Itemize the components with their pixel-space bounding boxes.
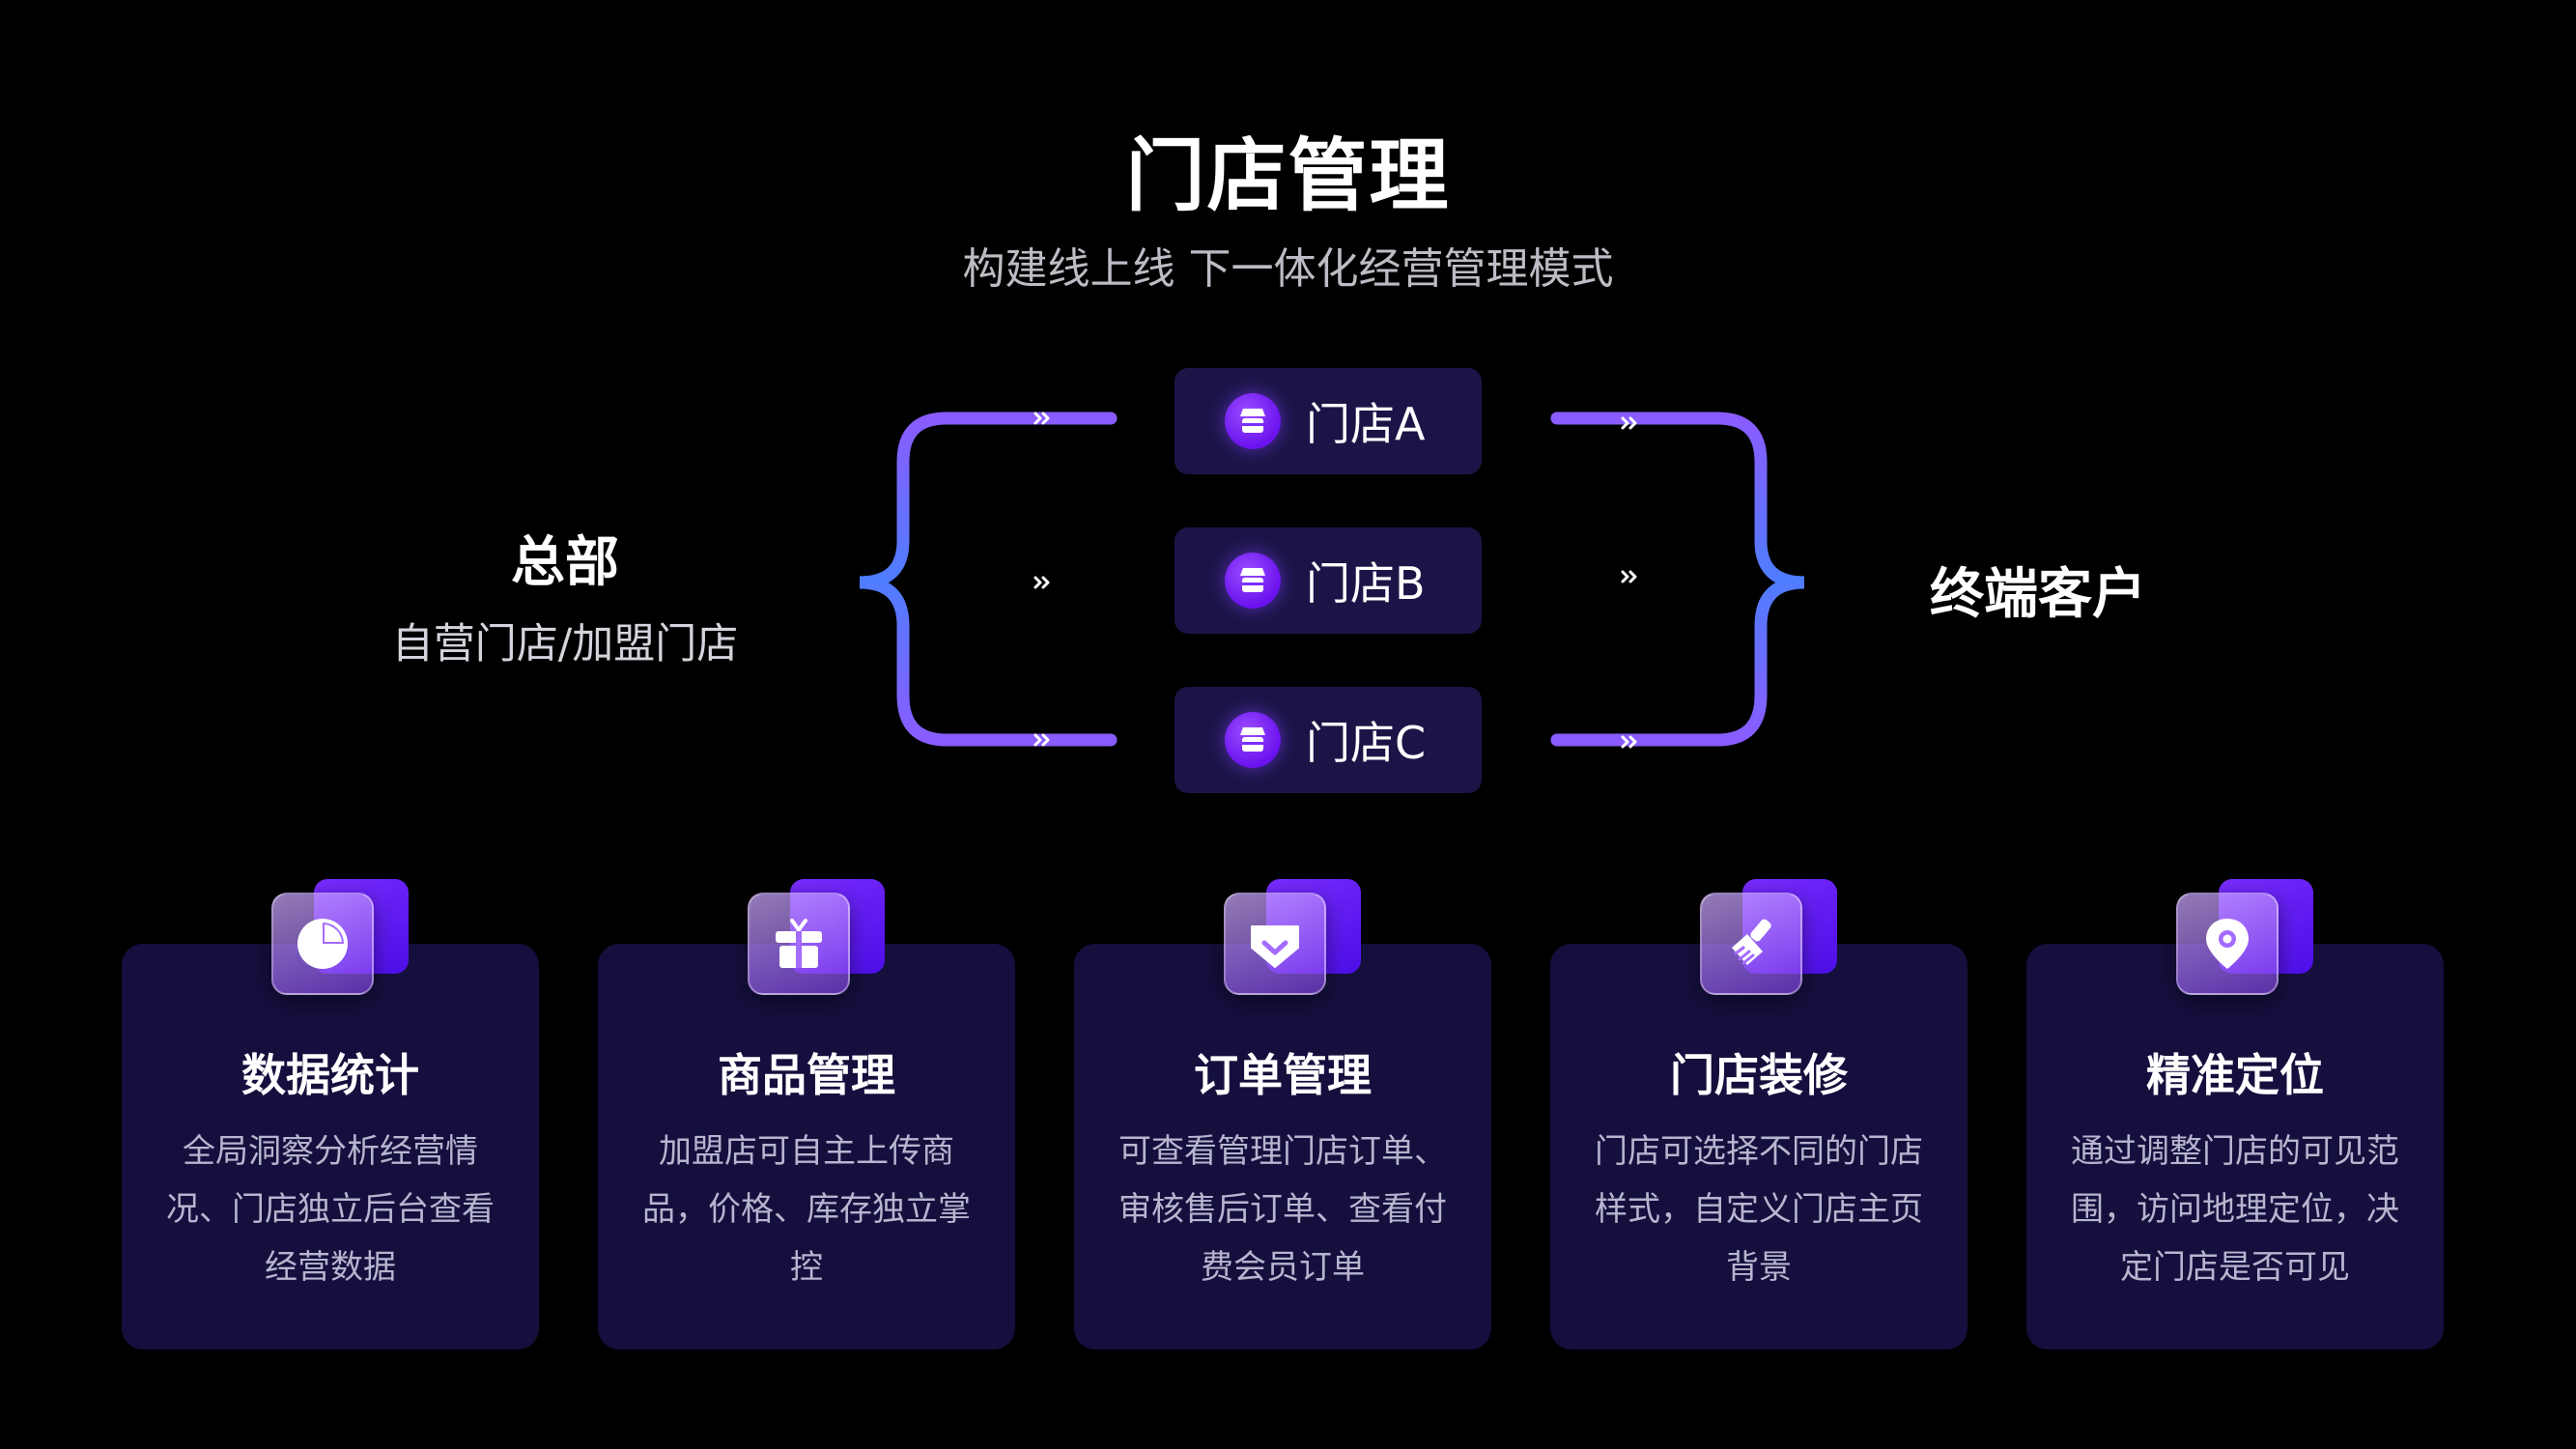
hq-title: 总部 [511,531,619,594]
page-subtitle: 构建线上线 下一体化经营管理模式 [962,244,1614,294]
gift-icon [748,893,850,995]
store-box-a: 门店A [1175,368,1482,474]
client-title: 终端客户 [1930,563,2146,626]
feature-title: 精准定位 [2146,1049,2324,1101]
store-box-b: 门店B [1175,527,1482,634]
coupon-icon [1224,893,1326,995]
brush-icon [1700,893,1802,995]
store-label: 门店C [1306,717,1427,769]
feature-title: 门店装修 [1670,1049,1848,1101]
feature-description: 可查看管理门店订单、审核售后订单、查看付费会员订单 [1118,1132,1447,1287]
chevron-right-icon [1033,412,1050,425]
feature-title: 订单管理 [1194,1049,1372,1101]
page-title: 门店管理 [1125,130,1451,222]
store-icon [1225,712,1281,768]
chevron-right-icon [1621,735,1637,749]
chevron-right-icon [1033,576,1050,589]
feature-title: 数据统计 [241,1049,419,1101]
chevron-right-icon [1621,570,1637,583]
store-icon [1225,553,1281,609]
feature-description: 通过调整门店的可见范围，访问地理定位，决定门店是否可见 [2071,1132,2399,1287]
feature-description: 全局洞察分析经营情况、门店独立后台查看经营数据 [166,1132,495,1287]
store-icon [1225,393,1281,449]
pie-chart-icon [271,893,374,995]
store-label: 门店B [1306,557,1426,610]
chevron-right-icon [1033,733,1050,747]
feature-description: 加盟店可自主上传商品，价格、库存独立掌控 [642,1132,971,1287]
location-pin-icon [2176,893,2279,995]
feature-card-order-mgmt: 订单管理 可查看管理门店订单、审核售后订单、查看付费会员订单 [1074,879,1491,1350]
feature-description: 门店可选择不同的门店样式，自定义门店主页背景 [1595,1132,1923,1287]
store-box-c: 门店C [1175,687,1482,793]
feature-card-data-stats: 数据统计 全局洞察分析经营情况、门店独立后台查看经营数据 [122,879,539,1350]
hq-subtitle: 自营门店/加盟门店 [391,620,739,668]
store-label: 门店A [1306,398,1426,450]
chevron-right-icon [1621,416,1637,430]
feature-title: 商品管理 [718,1049,895,1101]
feature-card-precise-location: 精准定位 通过调整门店的可见范围，访问地理定位，决定门店是否可见 [2026,879,2444,1350]
feature-card-product-mgmt: 商品管理 加盟店可自主上传商品，价格、库存独立掌控 [598,879,1015,1350]
feature-card-store-decor: 门店装修 门店可选择不同的门店样式，自定义门店主页背景 [1550,879,1967,1350]
